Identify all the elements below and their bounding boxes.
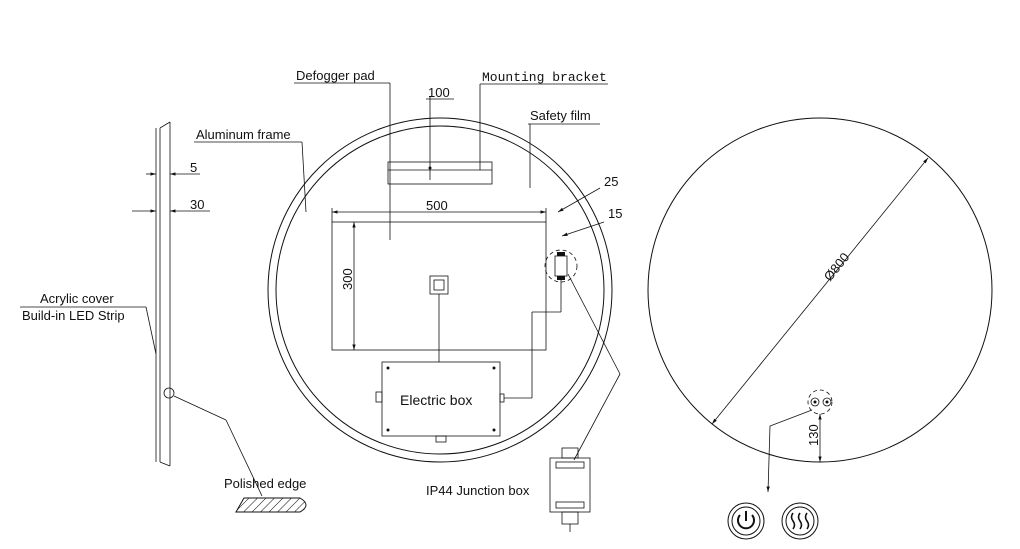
dim-5-label: 5 — [190, 160, 197, 175]
connector — [554, 255, 568, 277]
side-view: 5 30 Acrylic cover Build-in LED Strip Po… — [20, 121, 307, 513]
dim-130-label: 130 — [806, 424, 821, 446]
dim-25-label: 25 — [604, 174, 618, 189]
dim-15-label: 15 — [608, 206, 622, 221]
dim-300-label: 300 — [340, 268, 355, 290]
dim-800-label: Ø800 — [821, 250, 853, 284]
sensor-defog — [822, 397, 832, 407]
outer-frame-circle — [267, 117, 613, 463]
aluminum-frame-label: Aluminum frame — [196, 127, 291, 142]
touch-switch — [429, 275, 449, 295]
led-strip-label: Build-in LED Strip — [22, 308, 125, 323]
diameter-line — [711, 157, 929, 425]
inner-frame-circle — [275, 125, 605, 455]
power-icon — [727, 502, 765, 540]
acrylic-cover-label: Acrylic cover — [40, 291, 114, 306]
polished-edge-label: Polished edge — [224, 476, 306, 491]
front-view: Ø800 130 — [647, 117, 993, 540]
mirror-outline — [647, 117, 993, 463]
safety-film-label: Safety film — [530, 108, 591, 123]
edge-detail-circle — [163, 387, 175, 399]
mounting-bracket-label: Mounting bracket — [482, 70, 607, 85]
mounting-bracket — [387, 161, 493, 185]
junction-box-label: IP44 Junction box — [426, 483, 530, 498]
heat-waves-icon — [781, 502, 819, 540]
polished-edge-symbol — [235, 497, 307, 513]
dim-30-label: 30 — [190, 197, 204, 212]
sensor-power — [810, 397, 820, 407]
sensor-highlight — [807, 389, 833, 415]
electric-box-label: Electric box — [400, 392, 472, 408]
dim-500-label: 500 — [426, 198, 448, 213]
defogger-pad-label: Defogger pad — [296, 68, 375, 83]
back-view: 100 Defogger pad Mounting bracket Safety… — [194, 68, 622, 532]
junction-box — [549, 447, 591, 532]
dim-100-label: 100 — [428, 85, 450, 100]
